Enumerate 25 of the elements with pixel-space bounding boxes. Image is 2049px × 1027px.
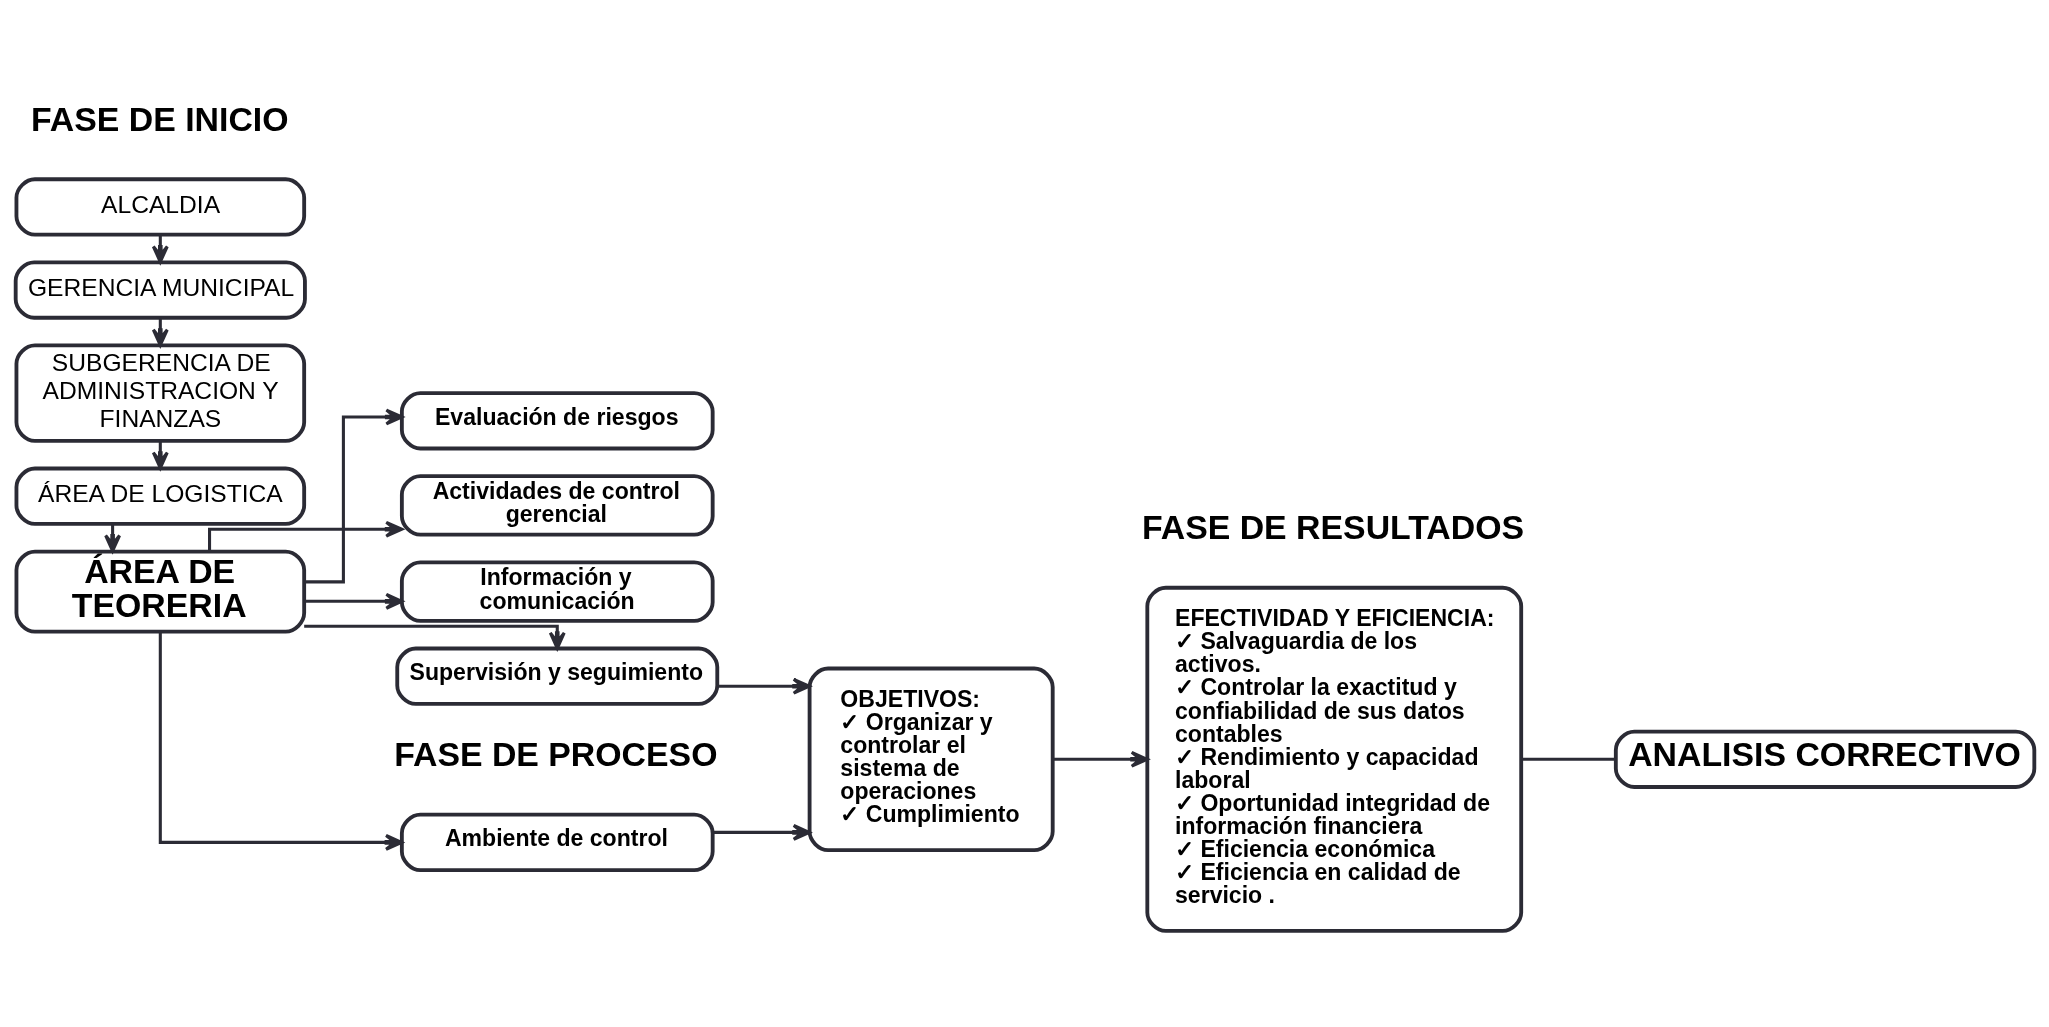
arrow <box>158 631 403 851</box>
node-box: Evaluación de riesgos <box>399 391 715 451</box>
label: FASE DE INICIO <box>30 99 289 138</box>
arrow <box>207 520 403 552</box>
node-box: Información y comunicación <box>399 560 715 623</box>
arrow <box>712 823 811 841</box>
node-box: ANALISIS CORRECTIVO <box>1613 729 2036 789</box>
arrow <box>304 408 403 584</box>
connector <box>1520 757 1616 761</box>
label: FASE DE RESULTADOS <box>1141 507 1524 546</box>
node-box: Supervisión y seguimiento <box>394 646 719 706</box>
arrow <box>716 677 811 695</box>
node-box: ÁREA DE TEORERIA <box>14 549 306 634</box>
node-box: Actividades de control gerencial <box>399 474 715 537</box>
node-box: ALCALDIA <box>14 177 306 237</box>
arrow <box>303 624 566 650</box>
arrow <box>303 592 403 610</box>
node-box: OBJETIVOS: ✓ Organizar y controlar el sistema de operaciones ✓ Cumplimiento <box>807 666 1055 852</box>
label: FASE DE PROCESO <box>393 735 717 774</box>
arrow <box>1052 750 1149 768</box>
node-box: Ambiente de control <box>399 812 715 872</box>
node-box: GERENCIA MUNICIPAL <box>13 260 307 320</box>
node-box: ÁREA DE LOGISTICA <box>14 466 306 526</box>
node-box: SUBGERENCIA DE ADMINISTRACION Y FINANZAS <box>14 343 306 443</box>
node-box: EFECTIVIDAD Y EFICIENCIA: ✓ Salvaguardia de los activos. ✓ Controlar la exactitud y confiabilidad de sus datos contables ✓ Rendimiento y capacidad laboral ✓ Oportunidad integridad de información financiera ✓ Eficiencia económica ✓ Eficiencia en calidad de servicio . <box>1144 585 1523 933</box>
